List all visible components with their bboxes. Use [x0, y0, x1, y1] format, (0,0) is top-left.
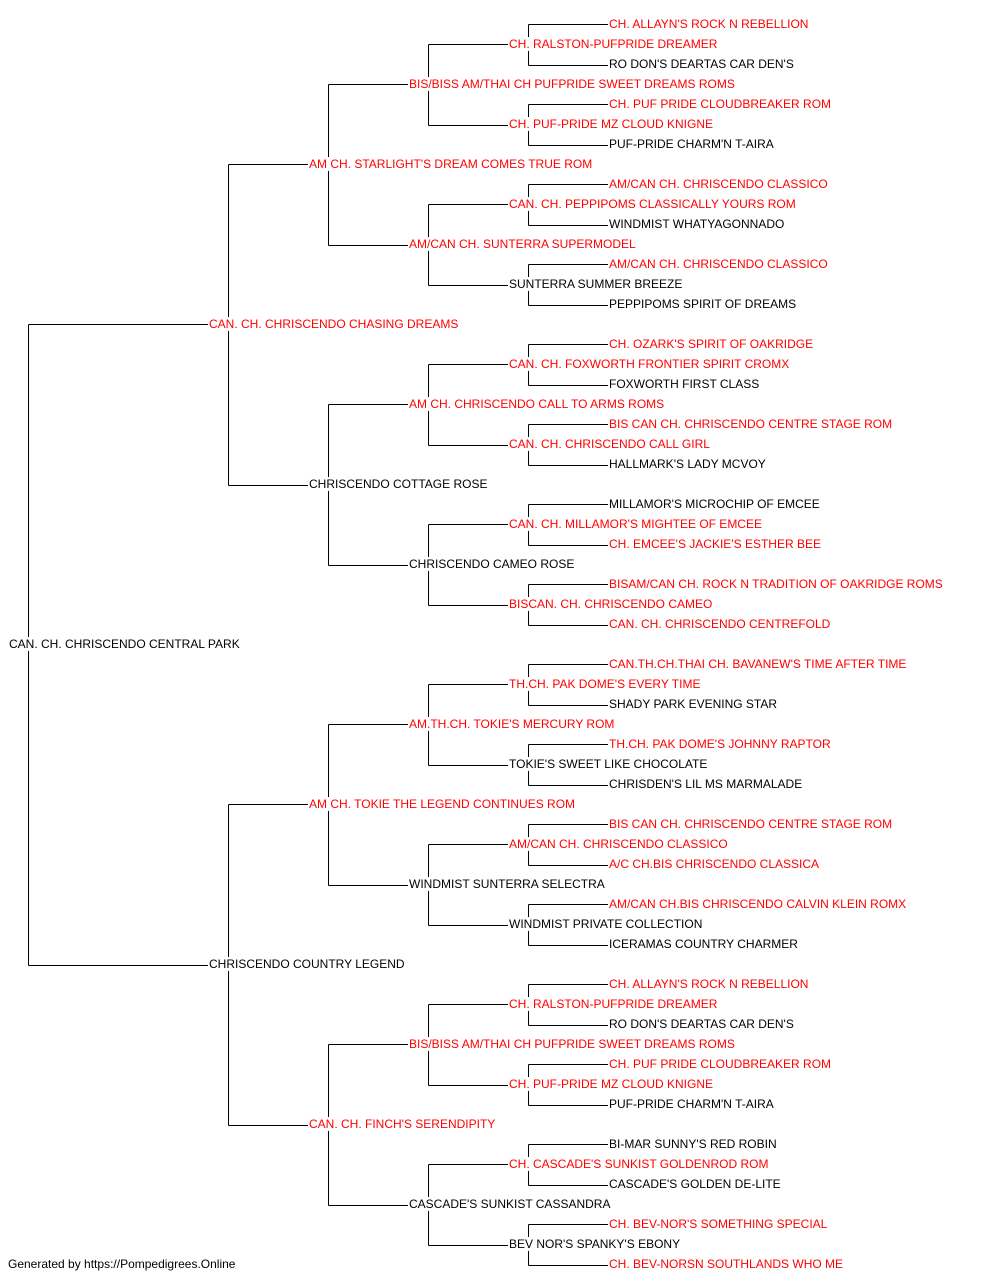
sire-name: BIS/BISS AM/THAI CH PUFPRIDE SWEET DREAM…	[408, 77, 736, 91]
dam-name: RO DON'S DEARTAS CAR DEN'S	[608, 57, 795, 71]
sire-name: CAN. CH. FOXWORTH FRONTIER SPIRIT CROMX	[508, 357, 791, 371]
sire-name: AM.TH.CH. TOKIE'S MERCURY ROM	[408, 717, 616, 731]
generated-by-footer: Generated by https://Pompedigrees.Online	[8, 1257, 236, 1271]
sire-name: BISAM/CAN CH. ROCK N TRADITION OF OAKRID…	[608, 577, 944, 591]
dam-name: CHRISDEN'S LIL MS MARMALADE	[608, 777, 804, 791]
dam-name: TOKIE'S SWEET LIKE CHOCOLATE	[508, 757, 709, 771]
dam-name: CH. PUF-PRIDE MZ CLOUD KNIGNE	[508, 1077, 715, 1091]
sire-name: CAN.TH.CH.THAI CH. BAVANEW'S TIME AFTER …	[608, 657, 908, 671]
sire-name: CH. CASCADE'S SUNKIST GOLDENROD ROM	[508, 1157, 770, 1171]
sire-name: AM CH. TOKIE THE LEGEND CONTINUES ROM	[308, 797, 577, 811]
dam-name: CH. EMCEE'S JACKIE'S ESTHER BEE	[608, 537, 822, 551]
sire-name: TH.CH. PAK DOME'S EVERY TIME	[508, 677, 702, 691]
dam-name: BEV NOR'S SPANKY'S EBONY	[508, 1237, 682, 1251]
dam-name: SUNTERRA SUMMER BREEZE	[508, 277, 684, 291]
sire-name: BIS CAN CH. CHRISCENDO CENTRE STAGE ROM	[608, 417, 894, 431]
sire-name: CH. BEV-NOR'S SOMETHING SPECIAL	[608, 1217, 829, 1231]
sire-name: CH. ALLAYN'S ROCK N REBELLION	[608, 17, 810, 31]
dam-name: BISCAN. CH. CHRISCENDO CAMEO	[508, 597, 714, 611]
sire-name: AM/CAN CH. CHRISCENDO CLASSICO	[608, 257, 829, 271]
sire-name: AM/CAN CH.BIS CHRISCENDO CALVIN KLEIN RO…	[608, 897, 908, 911]
dam-name: CHRISCENDO CAMEO ROSE	[408, 557, 576, 571]
dam-name: CASCADE'S SUNKIST CASSANDRA	[408, 1197, 612, 1211]
sire-name: BI-MAR SUNNY'S RED ROBIN	[608, 1137, 778, 1151]
dam-name: CH. PUF-PRIDE MZ CLOUD KNIGNE	[508, 117, 715, 131]
sire-name: CH. PUF PRIDE CLOUDBREAKER ROM	[608, 97, 833, 111]
dam-name: HALLMARK'S LADY MCVOY	[608, 457, 767, 471]
dam-name: CAN. CH. CHRISCENDO CENTREFOLD	[608, 617, 832, 631]
sire-name: CH. RALSTON-PUFPRIDE DREAMER	[508, 37, 719, 51]
sire-name: AM/CAN CH. CHRISCENDO CLASSICO	[608, 177, 829, 191]
dam-name: CHRISCENDO COUNTRY LEGEND	[208, 957, 406, 971]
dam-name: CAN. CH. FINCH'S SERENDIPITY	[308, 1117, 497, 1131]
dam-name: AM/CAN CH. SUNTERRA SUPERMODEL	[408, 237, 637, 251]
dam-name: CASCADE'S GOLDEN DE-LITE	[608, 1177, 782, 1191]
dam-name: RO DON'S DEARTAS CAR DEN'S	[608, 1017, 795, 1031]
dam-name: WINDMIST PRIVATE COLLECTION	[508, 917, 704, 931]
sire-name: MILLAMOR'S MICROCHIP OF EMCEE	[608, 497, 821, 511]
sire-name: CH. ALLAYN'S ROCK N REBELLION	[608, 977, 810, 991]
dam-name: PUF-PRIDE CHARM'N T-AIRA	[608, 137, 775, 151]
dam-name: WINDMIST SUNTERRA SELECTRA	[408, 877, 606, 891]
dam-name: CH. BEV-NORSN SOUTHLANDS WHO ME	[608, 1257, 845, 1271]
dam-name: CAN. CH. CHRISCENDO CALL GIRL	[508, 437, 711, 451]
sire-name: CAN. CH. MILLAMOR'S MIGHTEE OF EMCEE	[508, 517, 763, 531]
sire-name: BIS CAN CH. CHRISCENDO CENTRE STAGE ROM	[608, 817, 894, 831]
dam-name: SHADY PARK EVENING STAR	[608, 697, 779, 711]
dam-name: A/C CH.BIS CHRISCENDO CLASSICA	[608, 857, 821, 871]
dam-name: PUF-PRIDE CHARM'N T-AIRA	[608, 1097, 775, 1111]
dam-name: WINDMIST WHATYAGONNADO	[608, 217, 786, 231]
dam-name: PEPPIPOMS SPIRIT OF DREAMS	[608, 297, 798, 311]
dam-name: CHRISCENDO COTTAGE ROSE	[308, 477, 489, 491]
sire-name: CH. PUF PRIDE CLOUDBREAKER ROM	[608, 1057, 833, 1071]
sire-name: AM/CAN CH. CHRISCENDO CLASSICO	[508, 837, 729, 851]
sire-name: AM CH. STARLIGHT'S DREAM COMES TRUE ROM	[308, 157, 594, 171]
sire-name: AM CH. CHRISCENDO CALL TO ARMS ROMS	[408, 397, 666, 411]
subject-dog-name: CAN. CH. CHRISCENDO CENTRAL PARK	[8, 637, 241, 651]
sire-name: CAN. CH. PEPPIPOMS CLASSICALLY YOURS ROM	[508, 197, 797, 211]
sire-name: BIS/BISS AM/THAI CH PUFPRIDE SWEET DREAM…	[408, 1037, 736, 1051]
sire-name: CAN. CH. CHRISCENDO CHASING DREAMS	[208, 317, 460, 331]
sire-name: TH.CH. PAK DOME'S JOHNNY RAPTOR	[608, 737, 832, 751]
dam-name: ICERAMAS COUNTRY CHARMER	[608, 937, 799, 951]
sire-name: CH. OZARK'S SPIRIT OF OAKRIDGE	[608, 337, 815, 351]
sire-name: CH. RALSTON-PUFPRIDE DREAMER	[508, 997, 719, 1011]
dam-name: FOXWORTH FIRST CLASS	[608, 377, 761, 391]
